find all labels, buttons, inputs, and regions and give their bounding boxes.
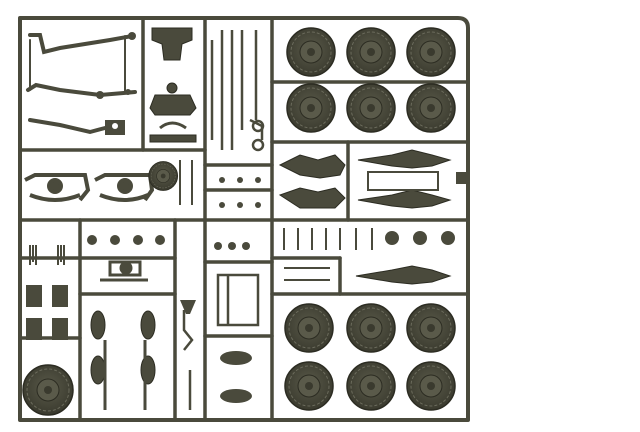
runners: [18, 16, 470, 422]
wheel-group-top: [286, 27, 456, 133]
plate-parts: [26, 285, 68, 340]
outer-frame: [18, 16, 470, 422]
wheel-group-bottom: [284, 303, 456, 411]
suspension-parts: [24, 173, 155, 202]
seat-parts: [180, 300, 252, 403]
rod-parts: [26, 33, 137, 135]
thin-rods: [210, 30, 265, 152]
small-parts: [219, 177, 261, 208]
bracket-parts: [149, 27, 197, 143]
pin-row: [87, 231, 455, 250]
spare-wheel: [22, 364, 74, 416]
axle-parts: [278, 149, 452, 209]
